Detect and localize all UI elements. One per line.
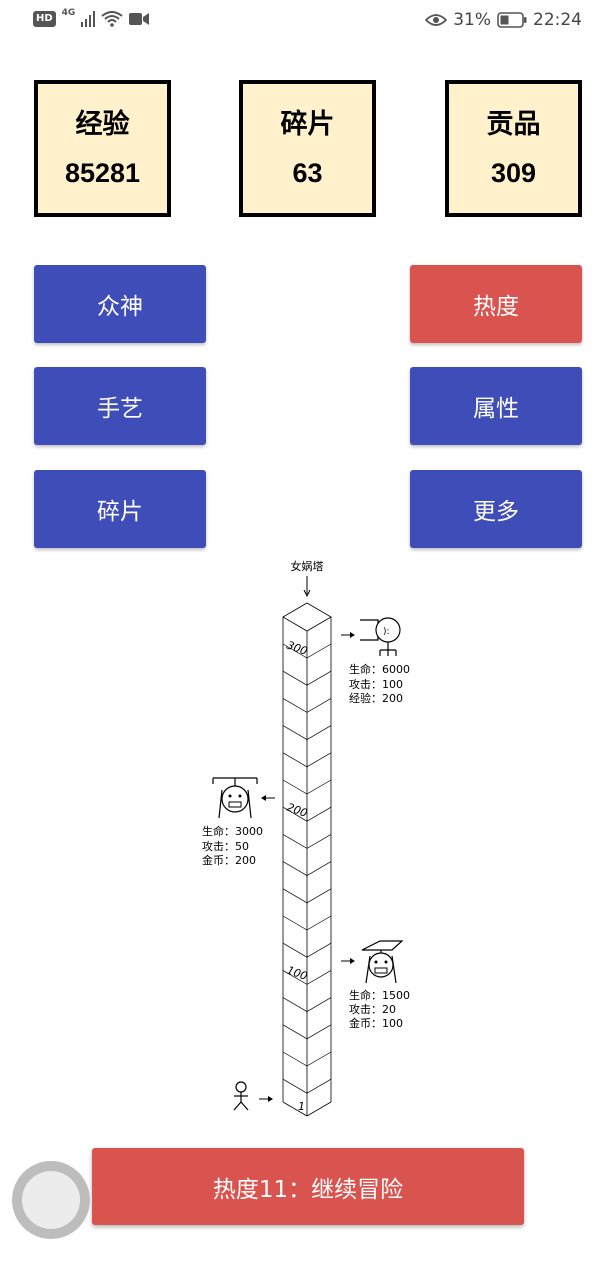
- enemy-reward-label: 金币：: [202, 853, 235, 867]
- tower-title: 女娲塔: [291, 559, 324, 573]
- tower-floors: [282, 643, 332, 1094]
- stat-tribute: 贡品 309: [445, 80, 582, 217]
- enemy-atk: 100: [382, 678, 403, 691]
- enemy-atk: 20: [382, 1003, 396, 1016]
- svg-text:生命：1500: 生命：1500: [349, 988, 410, 1002]
- signal-icon: [81, 11, 96, 27]
- tower-floor-line: [282, 806, 332, 822]
- boss-figure-200: [212, 777, 275, 819]
- svg-text:生命：3000: 生命：3000: [202, 824, 263, 838]
- enemy-atk-label: 攻击：: [349, 1002, 382, 1016]
- battery-percent: 31%: [453, 10, 491, 30]
- stat-label: 经验: [75, 108, 130, 140]
- tower-floor-line: [282, 670, 332, 686]
- tower-floor-line: [282, 915, 332, 931]
- player-figure: [233, 1081, 273, 1111]
- svg-text:生命：6000: 生命：6000: [349, 662, 410, 676]
- enemy-atk-label: 攻击：: [202, 839, 235, 853]
- boss-figure-300: ):: [341, 617, 401, 656]
- tower-floor-line: [282, 834, 332, 849]
- tower-diagram: 女娲塔 300 200 100 1 ): 生命：6000 攻击：100 经验：2…: [0, 550, 616, 1130]
- stat-value: 309: [490, 157, 537, 188]
- tower-floor-line: [282, 1024, 332, 1040]
- stat-experience: 经验 85281: [34, 80, 171, 217]
- wifi-icon: [101, 11, 123, 27]
- tower-floor-line: [282, 643, 332, 659]
- continue-adventure-button[interactable]: 热度11：继续冒险: [92, 1148, 524, 1225]
- hd-icon: HD: [33, 11, 56, 27]
- tower-floor-line: [282, 942, 332, 958]
- fragments-button[interactable]: 碎片: [34, 470, 206, 548]
- stat-label: 碎片: [280, 108, 335, 140]
- craft-button[interactable]: 手艺: [34, 367, 206, 445]
- svg-text:经验：200: 经验：200: [349, 691, 403, 705]
- clock: 22:24: [533, 10, 582, 30]
- eye-icon: [425, 14, 448, 26]
- enemy-hp-label: 生命：: [349, 988, 382, 1002]
- floor-label-100: 100: [285, 964, 309, 983]
- tower-floor-line: [282, 725, 332, 741]
- enemy-hp-label: 生命：: [202, 824, 235, 838]
- battery-icon: [497, 12, 527, 28]
- tower-floor-line: [282, 1078, 332, 1094]
- floor-label-200: 200: [285, 801, 309, 820]
- tower-floor-line: [282, 888, 332, 904]
- enemy-hp-label: 生命：: [349, 662, 382, 676]
- tower-floor-line: [282, 779, 332, 795]
- tower-floor-line: [282, 752, 332, 768]
- enemy-reward-label: 经验：: [349, 691, 382, 705]
- video-icon: [129, 13, 150, 25]
- gods-button[interactable]: 众神: [34, 265, 206, 343]
- boss-figure-100: [341, 940, 404, 984]
- stat-value: 85281: [64, 157, 141, 188]
- network-type: 4G: [61, 8, 76, 18]
- svg-text:攻击：50: 攻击：50: [202, 839, 249, 853]
- stat-label: 贡品: [486, 108, 541, 140]
- enemy-atk-label: 攻击：: [349, 677, 382, 691]
- stat-value: 63: [292, 157, 323, 188]
- attributes-button[interactable]: 属性: [410, 367, 582, 445]
- svg-text:):: ):: [383, 627, 390, 637]
- floor-label-1: 1: [298, 1100, 305, 1113]
- tower-floor-line: [282, 861, 332, 877]
- status-right: 31% 22:24: [425, 10, 582, 30]
- enemy-hp: 6000: [382, 663, 410, 676]
- enemy-reward-label: 金币：: [349, 1016, 382, 1030]
- tower-top: [282, 602, 332, 632]
- tower-floor-line: [282, 698, 332, 713]
- more-button[interactable]: 更多: [410, 470, 582, 548]
- enemy-hp: 3000: [235, 825, 263, 838]
- svg-text:攻击：20: 攻击：20: [349, 1002, 396, 1016]
- floor-label-300: 300: [285, 639, 309, 658]
- floating-assist-button[interactable]: [12, 1161, 90, 1239]
- enemy-reward: 200: [235, 854, 256, 867]
- tower-floor-line: [282, 997, 332, 1013]
- tower-floor-line: [282, 1051, 332, 1067]
- heat-button[interactable]: 热度: [410, 265, 582, 343]
- status-left: HD 4G: [33, 8, 150, 27]
- enemy-atk: 50: [235, 840, 249, 853]
- tower-svg: 女娲塔 300 200 100 1 ): 生命：6000 攻击：100 经验：2…: [202, 559, 410, 1117]
- floating-assist-inner: [22, 1171, 80, 1229]
- tower-floor-line: [282, 970, 332, 985]
- svg-text:攻击：100: 攻击：100: [349, 677, 403, 691]
- status-bar: HD 4G 31% 22:24: [0, 0, 616, 46]
- svg-text:金币：200: 金币：200: [202, 853, 256, 867]
- stat-fragments: 碎片 63: [239, 80, 376, 217]
- enemy-reward: 100: [382, 1017, 403, 1030]
- svg-text:金币：100: 金币：100: [349, 1016, 403, 1030]
- enemy-hp: 1500: [382, 989, 410, 1002]
- enemy-reward: 200: [382, 692, 403, 705]
